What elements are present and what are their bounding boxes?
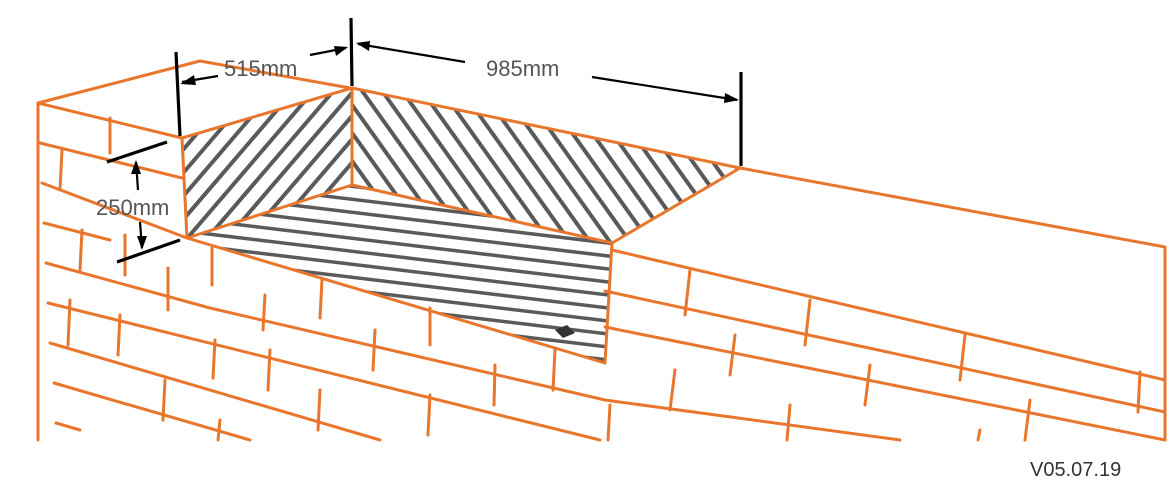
hatch-back-wall [352, 88, 740, 243]
version-label: V05.07.19 [1030, 459, 1121, 481]
floor-marker [555, 325, 575, 338]
width-dimension-label: 515mm [224, 56, 297, 81]
wall-outline [36, 59, 1167, 442]
hatch-left-wall [182, 88, 352, 238]
depth-dimension-label: 250mm [96, 195, 169, 220]
length-dimension-label: 985mm [486, 56, 559, 81]
brick-joints [58, 116, 1142, 442]
dimension-lines [106, 17, 743, 264]
brick-courses-front [38, 141, 1167, 442]
